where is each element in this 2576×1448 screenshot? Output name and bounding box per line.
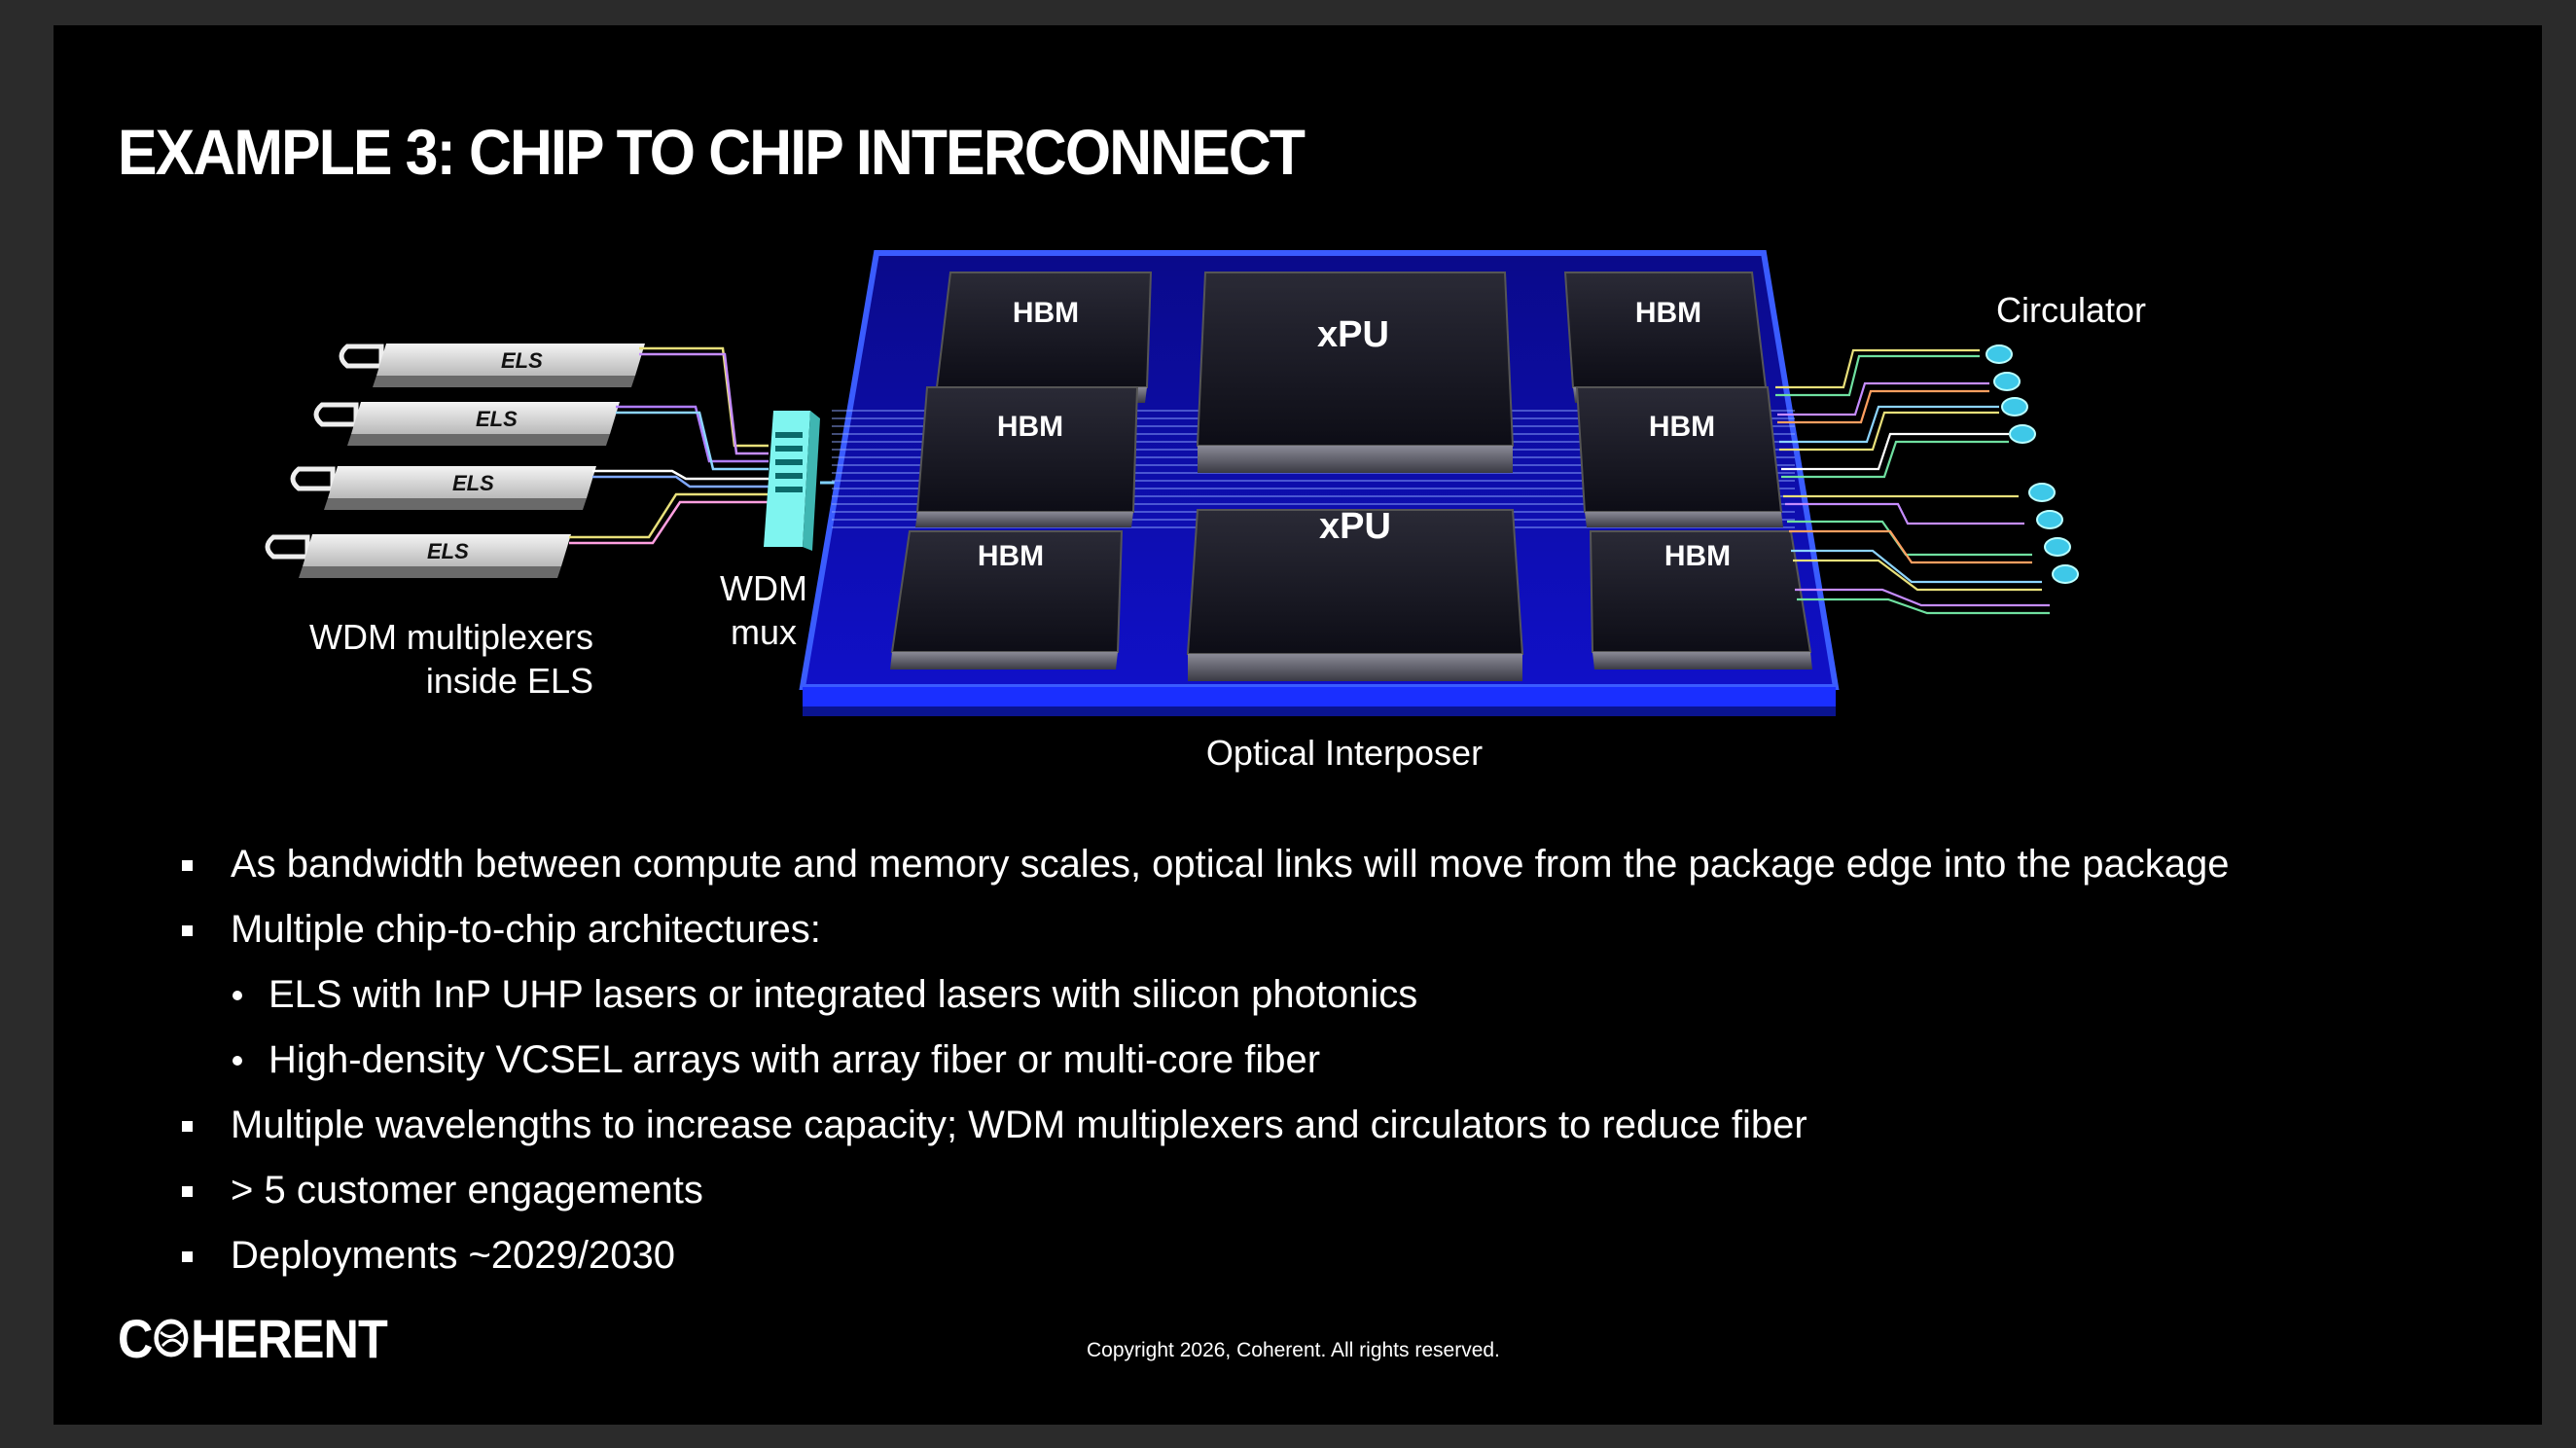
circulator-group-bottom xyxy=(2028,483,2291,584)
wdm-mux-caption-line2: mux xyxy=(731,612,797,652)
circulator-group-top xyxy=(1986,344,2233,444)
round-bullet-icon xyxy=(233,991,242,1000)
coherent-logo: C HERENT xyxy=(118,1307,388,1369)
circulator-caption: Circulator xyxy=(1996,290,2146,330)
xpu-label: xPU xyxy=(1317,314,1389,355)
bullet-text: High-density VCSEL arrays with array fib… xyxy=(268,1038,1321,1081)
bullet-text: ELS with InP UHP lasers or integrated la… xyxy=(268,973,1418,1016)
els-fibers xyxy=(569,346,769,545)
els-module: ELS xyxy=(339,344,645,387)
xpu-chip: xPU xyxy=(1196,272,1515,473)
els-module: ELS xyxy=(290,466,596,510)
els-label: ELS xyxy=(501,348,543,373)
wdm-mux-caption-line1: WDM xyxy=(720,568,807,608)
logo-globe-icon xyxy=(154,1319,189,1358)
els-caption-line1: WDM multiplexers xyxy=(309,617,593,657)
els-caption-line2: inside ELS xyxy=(426,661,593,701)
bullet-item: Multiple wavelengths to increase capacit… xyxy=(182,1093,2497,1158)
bullet-item: > 5 customer engagements xyxy=(182,1158,2497,1223)
bullet-list: As bandwidth between compute and memory … xyxy=(182,832,2497,1288)
els-label: ELS xyxy=(452,471,494,495)
els-label: ELS xyxy=(427,539,469,563)
square-bullet-icon xyxy=(182,925,193,936)
hbm-label: HBM xyxy=(1013,297,1079,329)
hbm-chip: HBM xyxy=(1563,272,1768,403)
sub-bullet-item: High-density VCSEL arrays with array fib… xyxy=(182,1028,2497,1093)
hbm-label: HBM xyxy=(1635,297,1701,329)
hbm-label: HBM xyxy=(1664,540,1731,572)
xpu-chip: xPU xyxy=(1186,506,1524,681)
hbm-chip: HBM xyxy=(1589,530,1812,670)
bullet-text: Deployments ~2029/2030 xyxy=(231,1234,675,1277)
square-bullet-icon xyxy=(182,1186,193,1197)
bullet-item: Multiple chip-to-chip architectures: xyxy=(182,897,2497,962)
els-module: ELS xyxy=(313,402,620,446)
els-module: ELS xyxy=(265,534,571,578)
hbm-label: HBM xyxy=(997,411,1063,443)
xpu-label: xPU xyxy=(1319,506,1391,547)
slide: EXAMPLE 3: CHIP TO CHIP INTERCONNECT xyxy=(54,25,2542,1425)
bullet-text: Multiple chip-to-chip architectures: xyxy=(231,908,821,951)
square-bullet-icon xyxy=(182,1251,193,1262)
hbm-label: HBM xyxy=(1649,411,1715,443)
bullet-text: Multiple wavelengths to increase capacit… xyxy=(231,1104,1807,1146)
copyright-notice: Copyright 2026, Coherent. All rights res… xyxy=(1087,1339,1500,1361)
output-fibers xyxy=(1775,348,2050,615)
logo-text-start: C xyxy=(118,1307,153,1369)
chip-interconnect-diagram: ELS ELS ELS ELS xyxy=(265,250,2291,773)
hbm-chip: HBM xyxy=(890,530,1124,670)
els-label: ELS xyxy=(476,407,518,431)
bullet-text: > 5 customer engagements xyxy=(231,1169,703,1212)
hbm-chip: HBM xyxy=(1575,386,1783,527)
square-bullet-icon xyxy=(182,1121,193,1132)
hbm-label: HBM xyxy=(978,540,1044,572)
bullet-text: As bandwidth between compute and memory … xyxy=(231,843,2230,886)
square-bullet-icon xyxy=(182,860,193,871)
bullet-item: As bandwidth between compute and memory … xyxy=(182,832,2497,897)
hbm-chip: HBM xyxy=(915,386,1139,527)
round-bullet-icon xyxy=(233,1056,242,1066)
hbm-chip: HBM xyxy=(935,272,1153,403)
sub-bullet-item: ELS with InP UHP lasers or integrated la… xyxy=(182,962,2497,1028)
logo-text-end: HERENT xyxy=(191,1307,388,1369)
interposer-caption: Optical Interposer xyxy=(1206,733,1483,773)
bullet-item: Deployments ~2029/2030 xyxy=(182,1223,2497,1288)
slide-title: EXAMPLE 3: CHIP TO CHIP INTERCONNECT xyxy=(118,116,1306,188)
